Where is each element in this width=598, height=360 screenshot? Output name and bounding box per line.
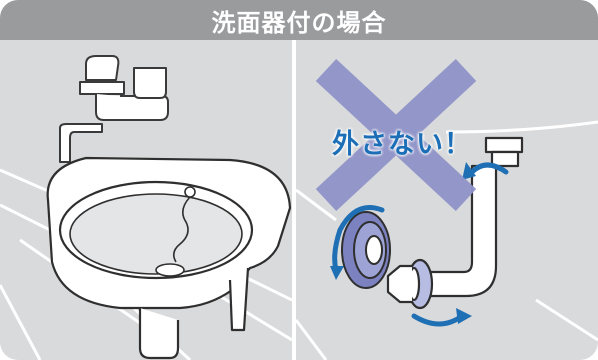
washbasin-illustration [0,55,292,360]
right-panel-do-not-remove: 外さない！ [296,40,598,360]
panel-divider [292,40,296,360]
washbasin-icon [46,156,292,360]
basin-edge-line [445,120,598,134]
faucet-icon [59,55,169,163]
drain-plug-chain-icon [155,186,196,277]
warning-label: 外さない！ [332,129,472,160]
title-bar: 洗面器付の場合 [0,0,598,40]
cross-mark-icon [315,59,477,211]
wall-lines-right [296,188,598,360]
pipe-illustration [296,40,598,360]
trap-pipe-icon [386,136,524,310]
page-title: 洗面器付の場合 [211,8,387,37]
arrow-heads [330,162,476,324]
left-panel-washbasin [0,40,292,360]
nut-icon [341,211,391,289]
